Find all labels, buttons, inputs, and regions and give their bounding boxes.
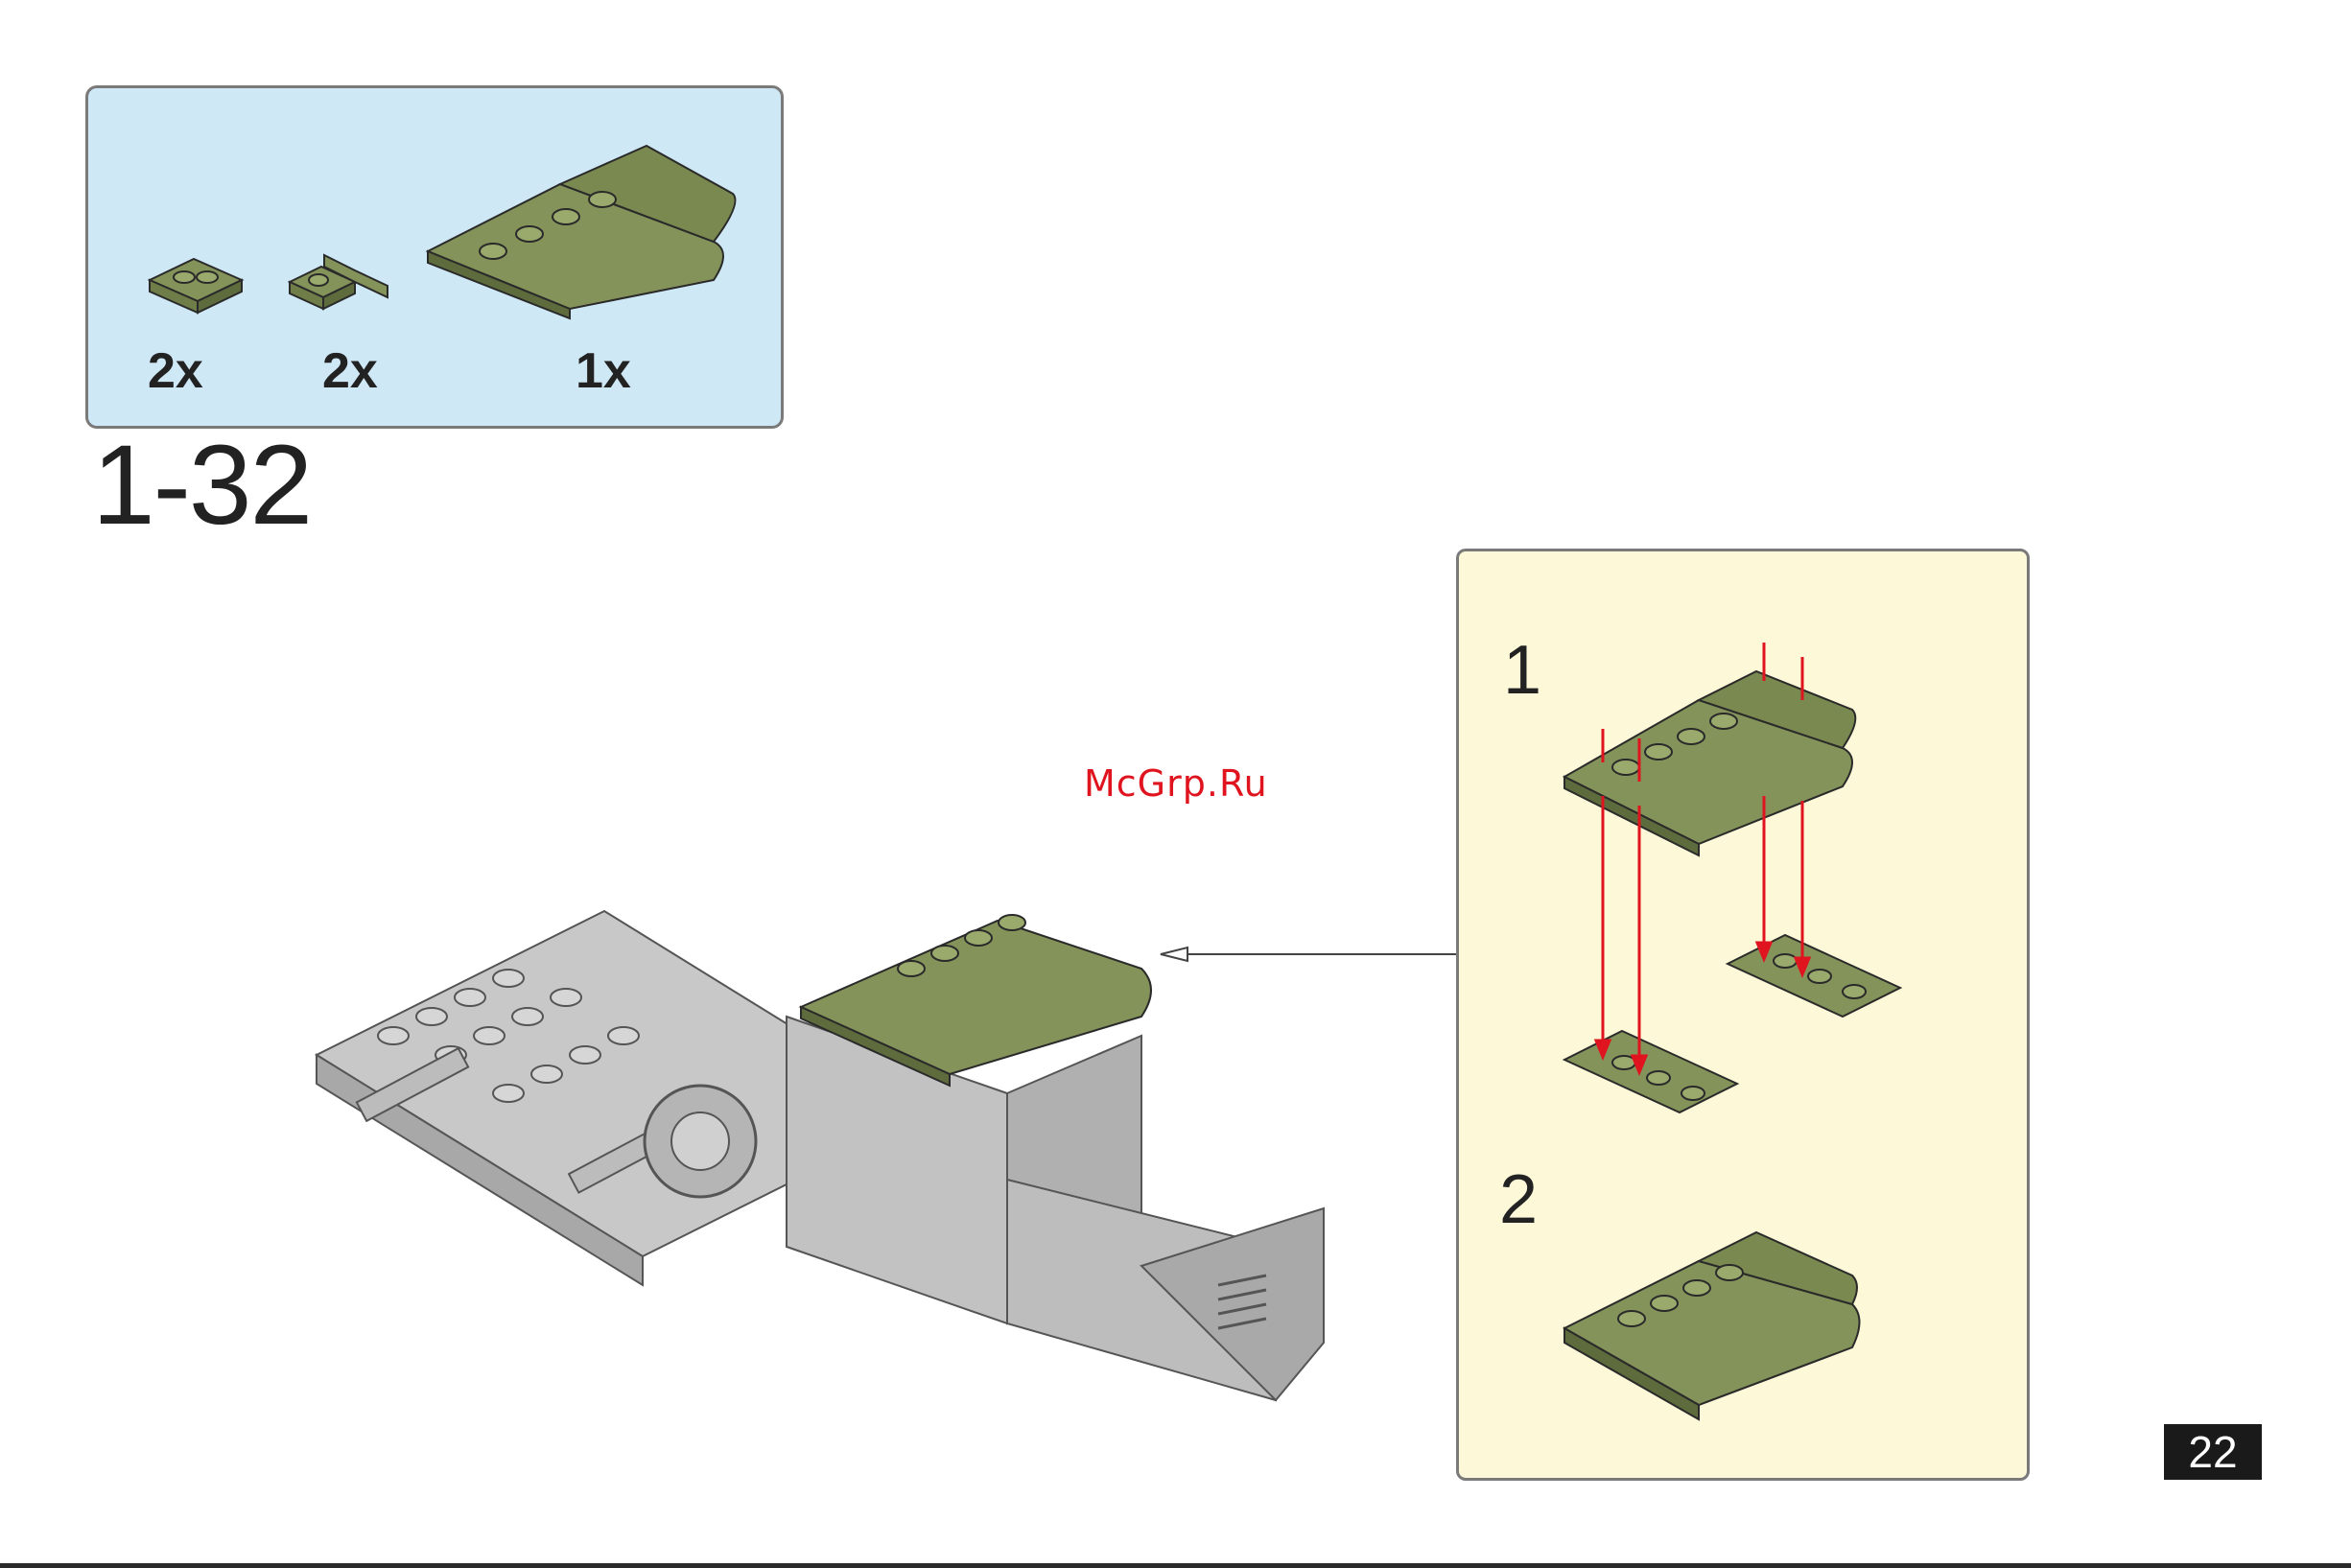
step-number: 1-32 — [92, 429, 311, 542]
plate-1x2-icon — [148, 251, 244, 318]
page-number: 22 — [2164, 1424, 2262, 1480]
substep-1-illustration — [1564, 604, 1910, 1141]
substep-number-2: 2 — [1499, 1165, 1538, 1234]
callout-pointer-arrow — [1161, 945, 1468, 964]
watermark: McGrp.Ru — [1084, 762, 1268, 805]
substep-2-illustration — [1564, 1223, 1910, 1434]
part-count-plate: 2x — [148, 342, 203, 400]
part-count-bracket: 2x — [322, 342, 378, 400]
parts-list-box: 2x 2x 1x — [85, 85, 784, 429]
part-count-roof: 1x — [576, 342, 631, 400]
bracket-1x1-icon — [288, 244, 393, 320]
substep-number-1: 1 — [1503, 636, 1541, 705]
curved-roof-icon — [426, 136, 742, 318]
substep-callout-box: 1 2 — [1456, 549, 2030, 1481]
bottom-rule — [0, 1563, 2351, 1568]
